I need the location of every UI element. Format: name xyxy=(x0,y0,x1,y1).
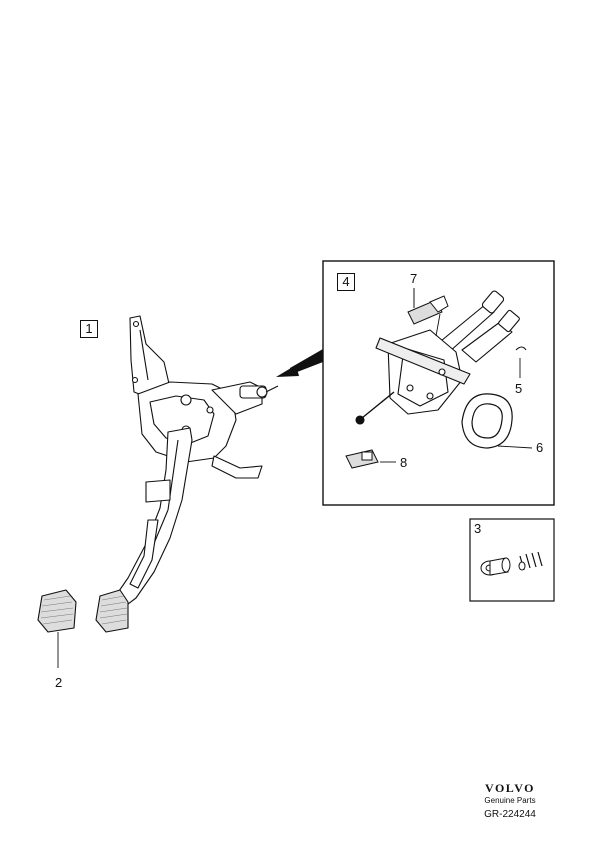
callout-2: 2 xyxy=(55,675,63,690)
circlip-5 xyxy=(515,346,527,378)
detail-frame-3 xyxy=(469,518,555,602)
clip-8 xyxy=(345,449,396,469)
brand-logo: VOLVO xyxy=(485,781,535,795)
retaining-clip-7 xyxy=(407,288,449,325)
callout-5: 5 xyxy=(515,381,523,396)
pointer-arrow xyxy=(276,349,323,377)
callout-7: 7 xyxy=(410,271,418,286)
bushing-and-spring-3 xyxy=(480,551,543,576)
master-cylinder xyxy=(355,290,520,425)
callout-3: 3 xyxy=(474,521,482,536)
brand-tagline: Genuine Parts xyxy=(484,796,536,805)
callout-1: 1 xyxy=(80,320,98,338)
callout-8: 8 xyxy=(400,455,408,470)
detail-frame-4 xyxy=(322,260,555,506)
pedal-pad xyxy=(37,589,77,668)
callout-6: 6 xyxy=(536,440,544,455)
diagram-code: GR-224244 xyxy=(484,809,536,820)
gasket-seal-6 xyxy=(461,393,533,449)
pedal-box-assembly xyxy=(95,315,279,633)
callout-4: 4 xyxy=(337,273,355,291)
